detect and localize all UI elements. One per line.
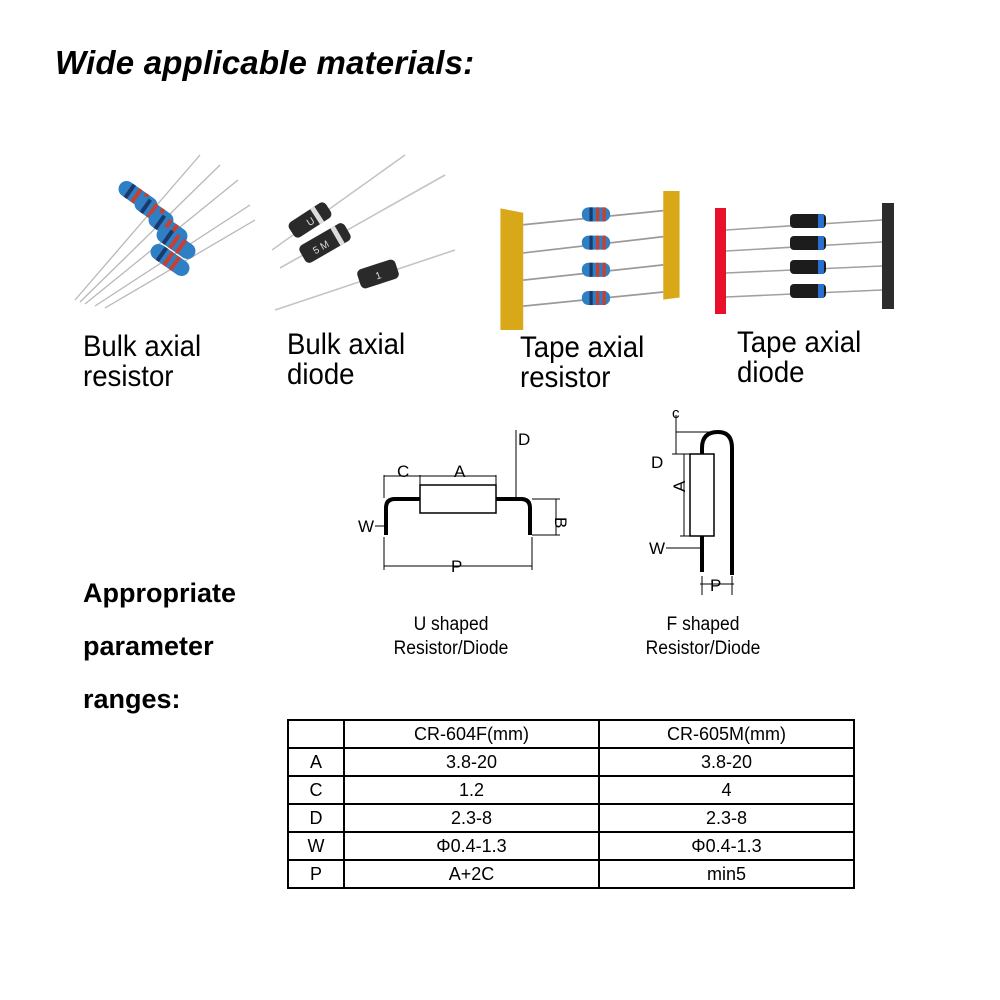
table-cell: A+2C bbox=[343, 859, 600, 889]
table-row: P A+2C min5 bbox=[287, 859, 855, 889]
table-row: W Φ0.4-1.3 Φ0.4-1.3 bbox=[287, 831, 855, 861]
dim-w-label-f: W bbox=[649, 539, 665, 558]
bulk-axial-resistor-image bbox=[74, 154, 256, 309]
table-row: A 3.8-20 3.8-20 bbox=[287, 747, 855, 777]
table-cell: Φ0.4-1.3 bbox=[343, 831, 600, 861]
table-cell: min5 bbox=[598, 859, 855, 889]
page-title: Wide applicable materials: bbox=[55, 44, 475, 81]
table-header-cell bbox=[287, 719, 345, 749]
diode-marking-c: 1 bbox=[374, 270, 383, 282]
tape-axial-resistor-image bbox=[500, 191, 680, 331]
table-cell: 4 bbox=[598, 775, 855, 805]
table-header-cell: CR-605M(mm) bbox=[598, 719, 855, 749]
table-row-label: D bbox=[287, 803, 345, 833]
table-row-label: C bbox=[287, 775, 345, 805]
table-cell: 3.8-20 bbox=[598, 747, 855, 777]
dim-c-label-f: c bbox=[672, 405, 680, 422]
table-row-label: A bbox=[287, 747, 345, 777]
table-cell: 1.2 bbox=[343, 775, 600, 805]
dim-w-label: W bbox=[358, 517, 374, 536]
param-heading-line3: ranges: bbox=[83, 684, 181, 714]
table-row: D 2.3-8 2.3-8 bbox=[287, 803, 855, 833]
parameter-table: CR-604F(mm) CR-605M(mm) A 3.8-20 3.8-20 … bbox=[287, 719, 855, 889]
dim-d-label: D bbox=[518, 430, 530, 449]
dim-p-label: P bbox=[451, 557, 462, 576]
u-shaped-diagram: C A D B W P bbox=[358, 430, 570, 576]
dim-d-label-f: D bbox=[651, 453, 663, 472]
table-cell: Φ0.4-1.3 bbox=[598, 831, 855, 861]
dim-p-label-f: P bbox=[710, 576, 721, 595]
table-cell: 2.3-8 bbox=[598, 803, 855, 833]
dim-a-label-f: A bbox=[670, 480, 689, 492]
table-row-label: P bbox=[287, 859, 345, 889]
table-cell: 3.8-20 bbox=[343, 747, 600, 777]
dim-c-label: C bbox=[397, 462, 409, 481]
tape-axial-diode-image bbox=[715, 203, 894, 314]
dim-a-label: A bbox=[454, 462, 466, 481]
f-shaped-diagram: c D A W P bbox=[649, 405, 734, 595]
table-header-cell: CR-604F(mm) bbox=[343, 719, 600, 749]
dim-b-label: B bbox=[551, 517, 570, 528]
table-header-row: CR-604F(mm) CR-605M(mm) bbox=[287, 719, 855, 749]
table-row-label: W bbox=[287, 831, 345, 861]
bulk-axial-diode-image: U 5 M 1 bbox=[271, 154, 456, 311]
table-cell: 2.3-8 bbox=[343, 803, 600, 833]
table-row: C 1.2 4 bbox=[287, 775, 855, 805]
param-heading-line1: Appropriate bbox=[83, 578, 237, 608]
param-heading-line2: parameter bbox=[83, 631, 214, 661]
